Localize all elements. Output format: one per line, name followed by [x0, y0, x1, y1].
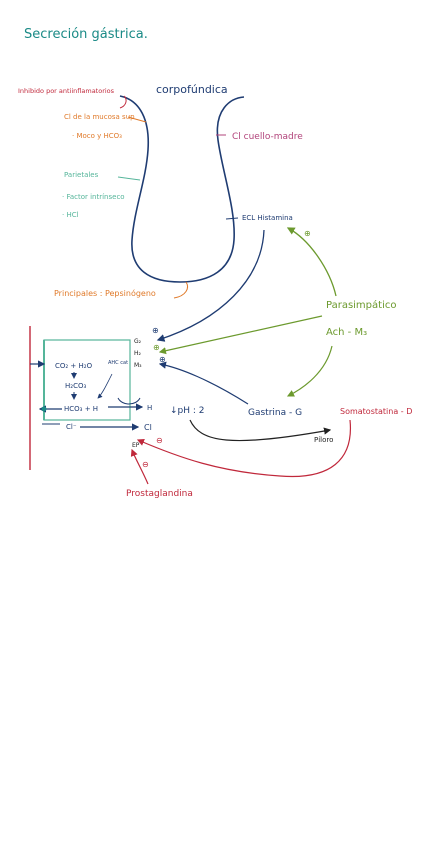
parasym-ecl-sign: ⊕: [304, 229, 311, 238]
receptor-g2: G₂: [134, 338, 142, 345]
ach-label: Ach - M₃: [326, 327, 367, 338]
ach-to-gastrina-arrow: [286, 345, 333, 397]
prostaglandin-arrow: [130, 448, 149, 485]
ach-sign: ⊕: [153, 343, 160, 352]
ach-to-cell-arrow: [158, 315, 323, 355]
gastrina-sign: ⊕: [159, 355, 166, 364]
prostaglandin-label: Prostaglandina: [126, 489, 193, 499]
somatostatin-to-cell-arrow: [136, 419, 352, 478]
histamine-sign: ⊕: [152, 326, 159, 335]
parasym-to-ecl-arrow: [286, 227, 337, 297]
ecl-link: [225, 217, 239, 220]
enzyme-label: AHC cat: [108, 360, 128, 366]
ph-loop-arrow: [189, 419, 332, 442]
parietal-title: Parietales: [64, 171, 99, 179]
receptor-m3: M₃: [134, 362, 142, 369]
principal-link: [173, 281, 188, 299]
parietal-item-1: · Factor intrínseco: [62, 193, 125, 201]
parietal-item-2: · HCl: [62, 211, 79, 219]
prostaglandin-sign: ⊖: [142, 460, 149, 469]
gastrina-label: Gastrina - G: [248, 408, 302, 418]
proton-out-label: H: [147, 404, 152, 412]
equation-1: CO₂ + H₂O: [55, 362, 93, 370]
mucus-cell-note: Cl de la mucosa sup: [64, 113, 135, 121]
somatostatin-sign: ⊖: [156, 436, 163, 445]
receptor-h2: H₂: [134, 350, 142, 357]
parasympathetic-label: Parasimpático: [326, 299, 396, 311]
equation-2: H₂CO₃: [65, 382, 86, 390]
mucus-link: [127, 116, 147, 123]
parietal-link: [117, 176, 141, 181]
inhibitor-note: Inhibido por antiinflamatorios: [18, 87, 115, 95]
gastrina-to-cell-arrow: [158, 361, 249, 405]
exchanger: [41, 406, 47, 412]
pump-arc: [117, 397, 141, 405]
chloride-in-label: Cl⁻: [66, 423, 77, 431]
chloride-out-label: Cl: [144, 423, 152, 432]
principal-note: Principales : Pepsinógeno: [54, 288, 156, 298]
somatostatin-label: Somatostatina - D: [340, 407, 412, 416]
piloro-label: Píloro: [314, 436, 333, 444]
gastric-gland-outline: [119, 95, 245, 283]
stem-cell-note: Cl cuello-madre: [232, 132, 303, 142]
equation-3: HCO₃ + H: [64, 405, 98, 413]
region-label: corpofúndica: [156, 83, 228, 96]
enzyme-arrow: [97, 373, 113, 399]
mucus-product-note: · Moco y HCO₃: [72, 132, 122, 140]
diagram-title: Secreción gástrica.: [24, 27, 148, 42]
inhibitor-hook: [119, 95, 127, 109]
ph-label: ↓pH : 2: [170, 406, 205, 416]
receptor-ep: EP: [132, 442, 140, 449]
ecl-note: ECL Histamina: [242, 214, 293, 222]
histamine-arrow: [156, 229, 265, 342]
